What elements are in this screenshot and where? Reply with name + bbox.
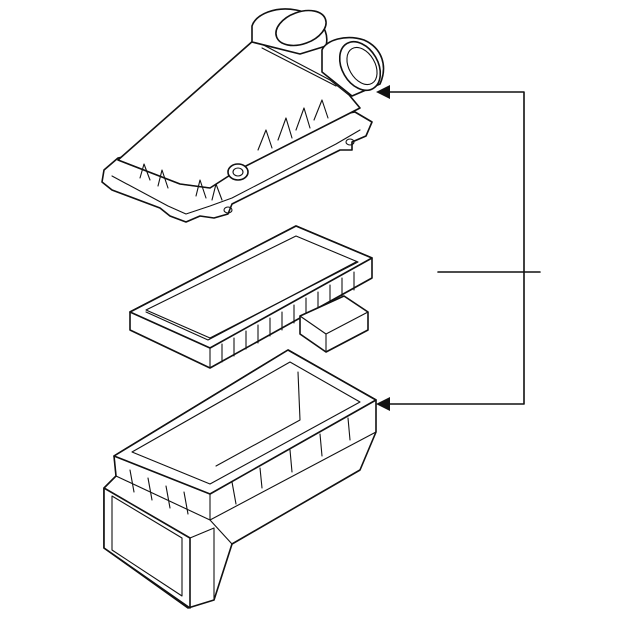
air-cleaner-housing: [103, 349, 377, 609]
arrowhead-lower: [376, 397, 390, 411]
callout-bracket: [376, 85, 541, 411]
arrowhead-upper: [376, 85, 390, 99]
air-filter-element: [129, 225, 373, 369]
air-cleaner-cover: [101, 8, 385, 223]
